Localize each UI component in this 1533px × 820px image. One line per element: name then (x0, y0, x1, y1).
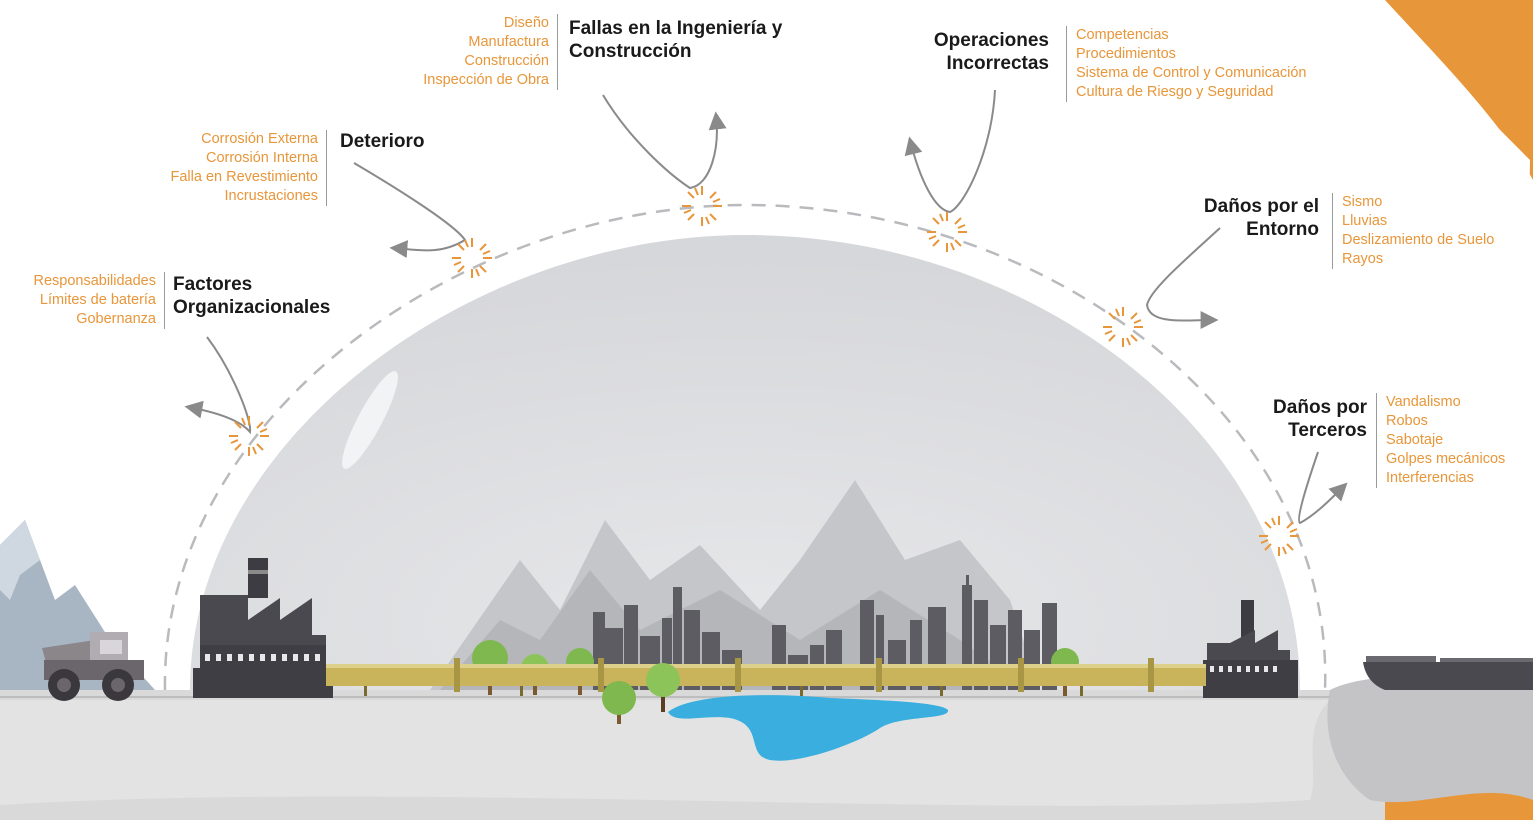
ship-icon (1363, 656, 1533, 690)
title-line: Construcción (569, 41, 692, 62)
terceros-items: Vandalismo Robos Sabotaje Golpes mecánic… (1376, 393, 1505, 488)
arrow-fallas (602, 94, 727, 190)
title-line: Terceros (1288, 420, 1367, 441)
factory-icon (193, 558, 333, 698)
fallas-items: Diseño Manufactura Construcción Inspecci… (423, 14, 558, 90)
list-item: Corrosión Externa (201, 131, 318, 147)
deterioro-title: Deterioro (340, 130, 424, 153)
title-line: Operaciones (933, 30, 1049, 51)
title-line: Organizacionales (173, 297, 331, 318)
list-item: Límites de batería (39, 292, 156, 308)
arrow-factores (184, 336, 252, 435)
list-item: Rayos (1342, 251, 1384, 267)
terceros-title: Daños por Terceros (1273, 396, 1367, 442)
entorno-items: Sismo Lluvias Deslizamiento de Suelo Ray… (1332, 193, 1494, 269)
ground-right (1327, 660, 1533, 803)
list-item: Diseño (503, 15, 549, 31)
title-line: Deterioro (340, 131, 425, 152)
factores-items: Responsabilidades Límites de batería Gob… (33, 272, 165, 329)
list-item: Construcción (464, 53, 549, 69)
burst-deterioro (452, 238, 492, 278)
title-line: Daños por el (1203, 196, 1319, 217)
arrow-deterioro (353, 162, 467, 259)
burst-operaciones (927, 212, 967, 252)
pipeline (326, 658, 1206, 696)
title-line: Incorrectas (946, 53, 1049, 74)
arrow-terceros (1298, 451, 1348, 525)
mining-truck-icon (42, 632, 144, 701)
orange-band (1385, 0, 1533, 820)
list-item: Incrustaciones (224, 188, 319, 204)
list-item: Competencias (1076, 27, 1169, 43)
title-line: Daños por (1273, 397, 1367, 418)
dome-highlight (342, 371, 398, 469)
mountain-snow (0, 520, 40, 600)
impact-burst-icon (229, 186, 1299, 556)
arrow-icon (184, 89, 1348, 525)
operaciones-items: Competencias Procedimientos Sistema de C… (1066, 26, 1307, 102)
title-line: Fallas en la Ingeniería y (569, 18, 783, 39)
factores-title: Factores Organizacionales (173, 273, 330, 319)
factory-icon-right (1203, 600, 1298, 698)
burst-fallas (682, 186, 722, 226)
orange-band-inner (1385, 0, 1533, 800)
list-item: Sabotaje (1386, 432, 1444, 448)
operaciones-title: Operaciones Incorrectas (934, 29, 1049, 75)
arrow-entorno (1145, 227, 1221, 330)
deterioro-items: Corrosión Externa Corrosión Interna Fall… (170, 130, 327, 206)
fallas-title: Fallas en la Ingeniería y Construcción (569, 17, 782, 63)
title-line: Entorno (1246, 219, 1319, 240)
list-item: Falla en Revestimiento (170, 169, 319, 185)
list-item: Golpes mecánicos (1386, 451, 1506, 467)
list-item: Lluvias (1342, 213, 1388, 229)
burst-factores (229, 416, 269, 456)
lake-icon (668, 695, 949, 761)
burst-terceros (1259, 516, 1299, 556)
list-item: Vandalismo (1386, 394, 1461, 410)
dome-dashed-outline (163, 203, 1327, 691)
title-line: Factores (173, 274, 253, 295)
list-item: Responsabilidades (33, 273, 156, 289)
list-item: Robos (1386, 413, 1428, 429)
tree-icon-front (602, 663, 680, 724)
list-item: Corrosión Interna (205, 150, 318, 166)
entorno-title: Daños por el Entorno (1204, 195, 1319, 241)
list-item: Manufactura (468, 34, 549, 50)
list-item: Interferencias (1386, 470, 1474, 486)
protective-dome (190, 235, 1300, 690)
list-item: Sismo (1342, 194, 1383, 210)
list-item: Gobernanza (76, 311, 156, 327)
list-item: Deslizamiento de Suelo (1342, 232, 1495, 248)
arrow-operaciones (904, 89, 996, 214)
list-item: Cultura de Riesgo y Seguridad (1076, 84, 1274, 100)
ground-highlight (0, 700, 1330, 806)
burst-entorno (1103, 307, 1143, 347)
list-item: Sistema de Control y Comunicación (1076, 65, 1307, 81)
list-item: Inspección de Obra (423, 72, 549, 88)
list-item: Procedimientos (1076, 46, 1176, 62)
